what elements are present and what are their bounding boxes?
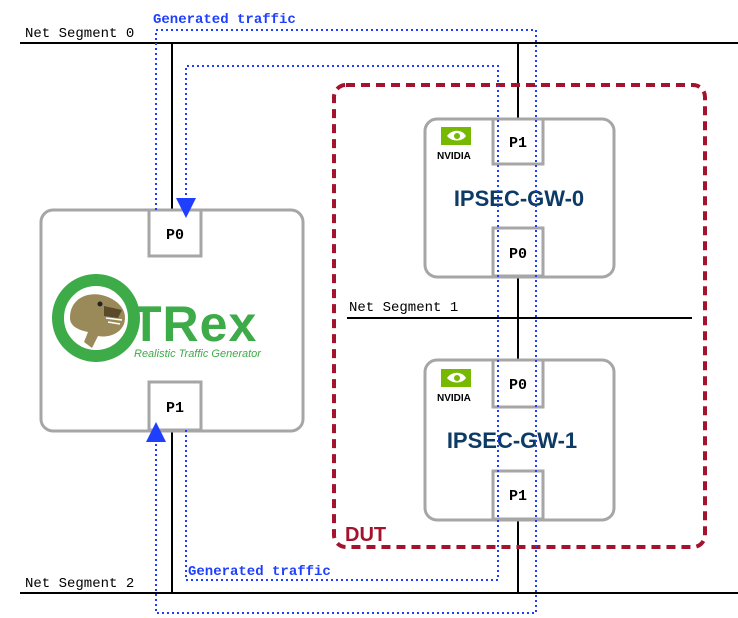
trex-port-p0-label: P0 [166,227,184,244]
traffic-path-inner [176,65,499,581]
dut-boundary [332,83,707,549]
gw1-nvidia-logo: NVIDIA [437,369,471,404]
trex-logo: TRex Realistic Traffic Generator [52,274,262,362]
gw0-port-top [491,117,545,166]
trex-tagline: Realistic Traffic Generator [134,348,262,360]
gw0-port-top-label: P1 [509,135,527,152]
trex-logo-text: TRex [131,296,257,352]
traffic-label-bottom: Generated traffic [188,564,331,580]
dut-label: DUT [345,524,386,546]
gw1-port-top [491,358,545,409]
trex-port-p1-label: P1 [166,400,184,417]
gw1-port-bottom [491,469,545,521]
gw0-port-bottom [491,226,545,278]
traffic-path-outer [146,29,537,614]
gw0-port-bottom-label: P0 [509,246,527,263]
gw0-vendor: NVIDIA [437,151,471,162]
gw1-vendor: NVIDIA [437,393,471,404]
net-segment-0-label: Net Segment 0 [25,26,134,42]
gw0-nvidia-logo: NVIDIA [437,127,471,162]
gw1-name: IPSEC-GW-1 [447,428,577,453]
gw1-port-bottom-label: P1 [509,488,527,505]
traffic-label-top: Generated traffic [153,12,296,28]
net-segment-1-label: Net Segment 1 [349,300,458,316]
gw0-name: IPSEC-GW-0 [454,186,584,211]
gw1-port-top-label: P0 [509,377,527,394]
dinosaur-icon [70,294,126,348]
net-segment-2-label: Net Segment 2 [25,576,134,592]
